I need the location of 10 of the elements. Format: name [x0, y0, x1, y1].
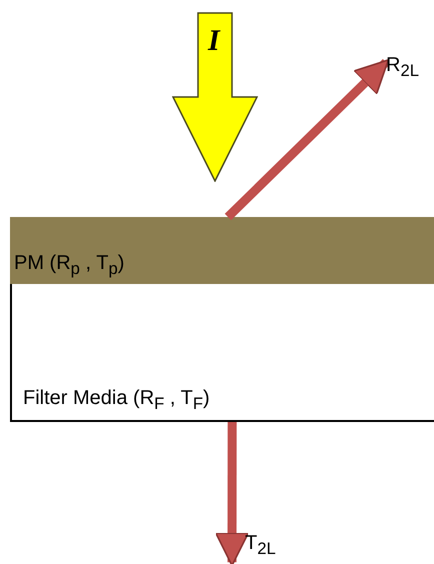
output-label: R$_{2L}$: [386, 52, 434, 86]
layer-label: PM (R$_{p}$ , T$_{p}$): [14, 251, 124, 279]
arrow: [215, 422, 250, 564]
intensity-label: I: [208, 26, 220, 56]
pm-layer: [10, 217, 434, 284]
filter-media-box: [10, 284, 434, 422]
block-arrow: [172, 12, 258, 182]
output-label: T$_{2L}$: [245, 530, 297, 564]
layer-label: Filter Media (R$_{F}$ , T$_{F}$): [23, 386, 210, 414]
arrow: [224, 58, 390, 220]
